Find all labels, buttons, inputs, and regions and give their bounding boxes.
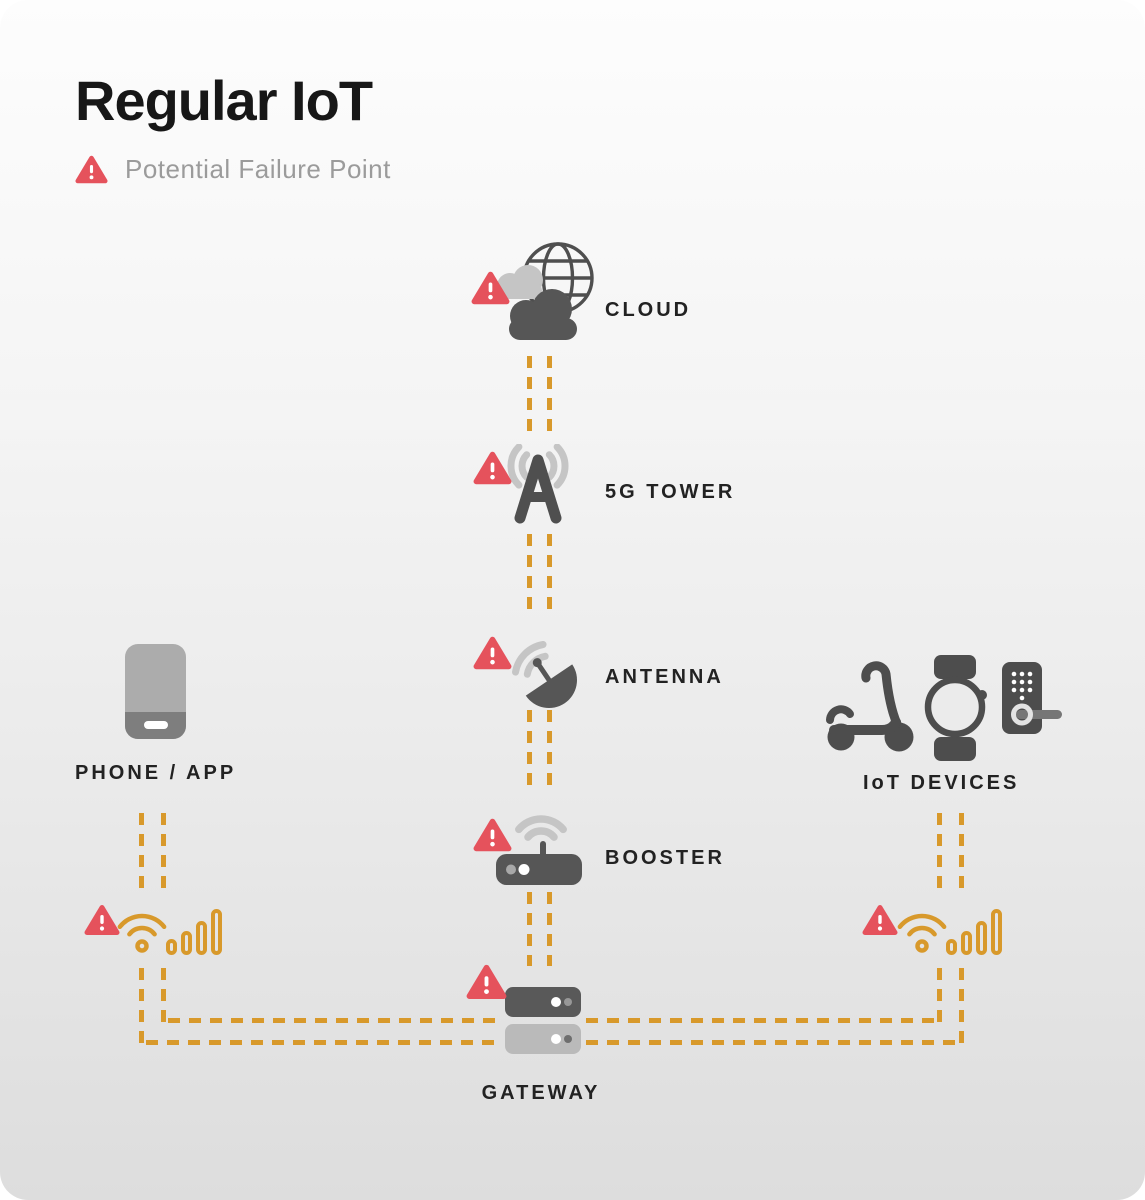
cloud-globe-icon xyxy=(496,242,594,340)
node-label-gateway: GATEWAY xyxy=(481,1082,601,1104)
warning-icon xyxy=(473,636,512,670)
server-box-top xyxy=(505,987,581,1017)
satellite-dish-icon xyxy=(512,641,577,708)
node-label-devices: IoT DEVICES xyxy=(863,772,1020,794)
wifi-icon xyxy=(897,913,947,953)
link-phone-down xyxy=(139,813,144,897)
link-devices-down xyxy=(937,813,942,897)
link-phone-down xyxy=(161,813,166,897)
warning-icon xyxy=(473,818,512,852)
signal-bars-icon xyxy=(166,909,222,955)
router-booster-icon xyxy=(496,815,582,885)
wifi-icon xyxy=(117,913,167,953)
cell-tower-icon xyxy=(507,444,569,524)
scooter-icon xyxy=(826,661,914,752)
node-label-tower: 5G TOWER xyxy=(605,481,736,503)
link-tower-antenna xyxy=(547,534,552,614)
warning-icon xyxy=(84,905,120,935)
link-devices-gateway xyxy=(586,1040,964,1045)
link-phone-gateway xyxy=(146,1040,502,1045)
warning-icon xyxy=(471,271,510,305)
node-label-antenna: ANTENNA xyxy=(605,666,724,688)
warning-icon xyxy=(473,451,512,485)
link-booster-gateway xyxy=(527,892,532,966)
signal-bars-icon xyxy=(946,909,1002,955)
link-phone-down xyxy=(139,968,144,1044)
warning-icon xyxy=(466,964,507,1000)
legend-label: Potential Failure Point xyxy=(125,154,391,184)
smart-lock-icon xyxy=(1002,662,1062,734)
home-button xyxy=(143,721,168,729)
node-label-cloud: CLOUD xyxy=(605,299,692,321)
link-devices-gateway xyxy=(586,1018,942,1023)
server-box-bottom xyxy=(505,1024,581,1054)
node-label-phone: PHONE / APP xyxy=(75,762,237,784)
link-antenna-booster xyxy=(547,710,552,790)
link-phone-down xyxy=(161,968,166,1022)
smartphone-icon xyxy=(125,644,186,739)
link-booster-gateway xyxy=(547,892,552,966)
smartwatch-icon xyxy=(924,655,987,761)
link-devices-down xyxy=(959,813,964,897)
page-title: Regular IoT xyxy=(75,69,373,132)
link-tower-antenna xyxy=(527,534,532,614)
link-devices-down xyxy=(959,968,964,1044)
link-cloud-tower xyxy=(547,356,552,436)
warning-icon xyxy=(862,905,898,935)
link-antenna-booster xyxy=(527,710,532,790)
legend: Potential Failure Point xyxy=(75,154,391,185)
node-label-booster: BOOSTER xyxy=(605,847,725,869)
warning-icon xyxy=(75,155,108,183)
link-cloud-tower xyxy=(527,356,532,436)
link-phone-gateway xyxy=(168,1018,498,1023)
link-devices-down xyxy=(937,968,942,1022)
